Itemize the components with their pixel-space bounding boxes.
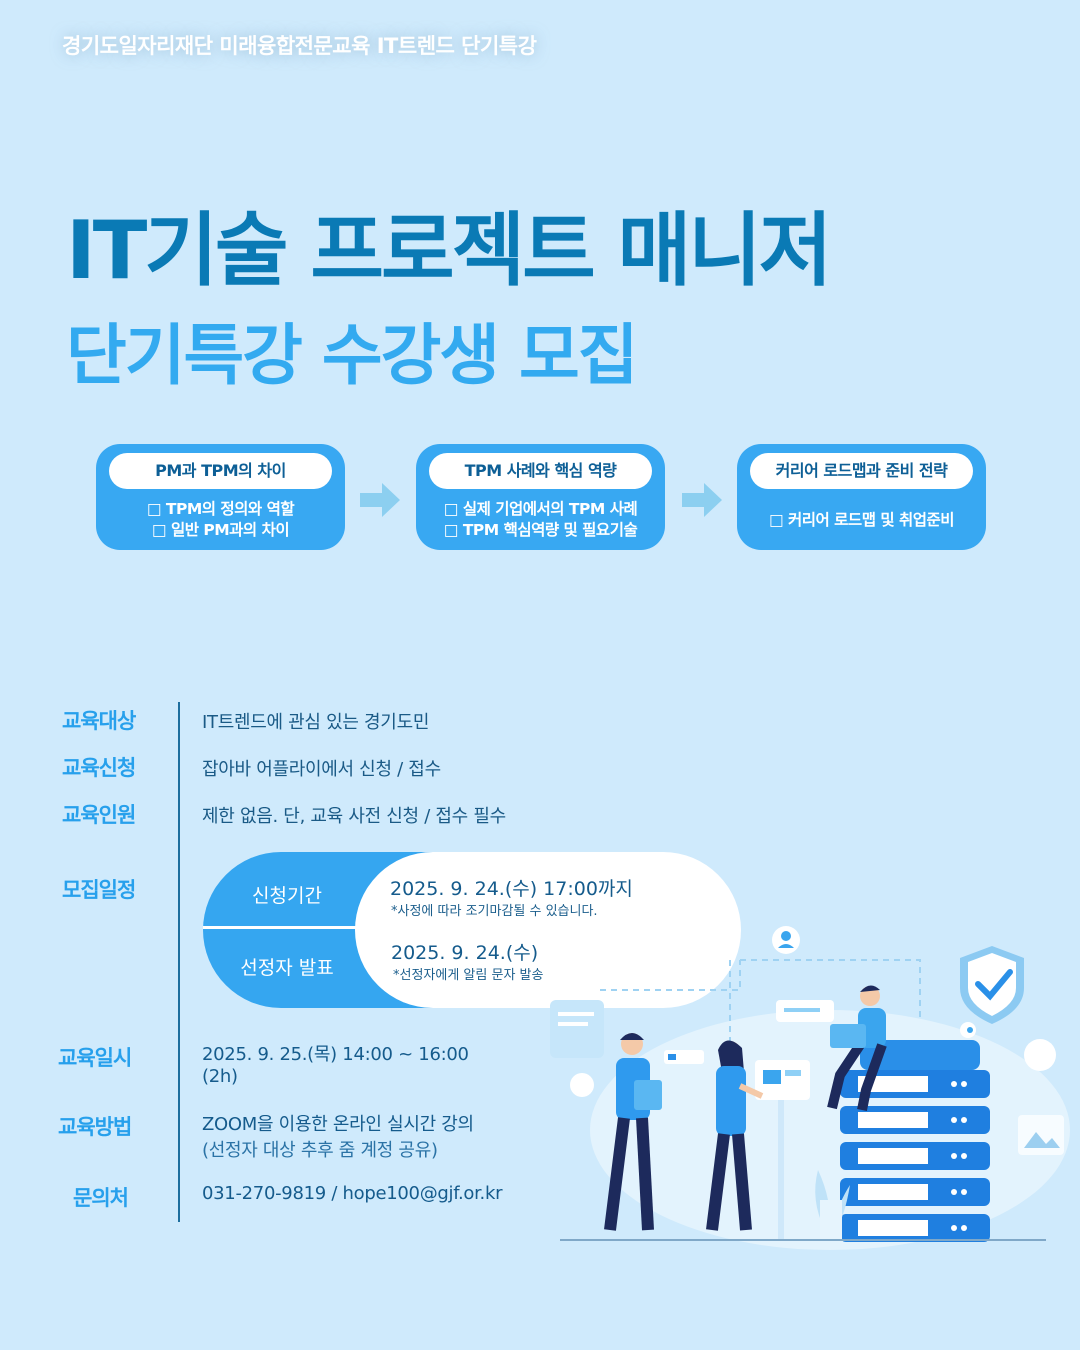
step-item: □ TPM 핵심역량 및 필요기술	[443, 521, 638, 539]
step-title: TPM 사례와 핵심 역량	[429, 453, 652, 489]
method-main: ZOOM을 이용한 온라인 실시간 강의	[202, 1114, 474, 1135]
step-card-2: TPM 사례와 핵심 역량 □ 실제 기업에서의 TPM 사례 □ TPM 핵심…	[416, 444, 665, 550]
info-divider	[178, 702, 180, 1222]
method-value: ZOOM을 이용한 온라인 실시간 강의 (선정자 대상 추후 줌 계정 공유)	[202, 1110, 474, 1162]
schedule-label: 모집일정	[62, 878, 136, 902]
period-label: 신청기간	[252, 885, 322, 907]
target-value: IT트렌드에 관심 있는 경기도민	[202, 712, 430, 733]
announce-note: *선정자에게 알림 문자 발송	[393, 968, 544, 983]
period-note: *사정에 따라 조기마감될 수 있습니다.	[391, 904, 598, 919]
step-item: □ 실제 기업에서의 TPM 사례	[443, 500, 638, 518]
announce-date: 2025. 9. 24.(수)	[391, 942, 539, 964]
method-label: 교육방법	[58, 1115, 132, 1139]
arrow-right-icon	[682, 483, 722, 517]
team-server-illustration	[550, 926, 1070, 1250]
step-item: □ 커리어 로드맵 및 취업준비	[768, 510, 955, 529]
step-title: 커리어 로드맵과 준비 전략	[750, 453, 973, 489]
step-item: □ TPM의 정의와 역할	[146, 500, 295, 518]
announce-label: 선정자 발표	[240, 957, 334, 979]
curriculum-steps: PM과 TPM의 차이 □ TPM의 정의와 역할 □ 일반 PM과의 차이 T…	[96, 444, 986, 550]
contact-value: 031-270-9819 / hope100@gjf.or.kr	[202, 1183, 503, 1204]
step-title: PM과 TPM의 차이	[109, 453, 332, 489]
org-label: 경기도일자리재단 미래융합전문교육 IT트렌드 단기특강	[62, 34, 537, 58]
capacity-label: 교육인원	[62, 803, 136, 827]
arrow-right-icon	[360, 483, 400, 517]
sub-title: 단기특강 수강생 모집	[66, 317, 638, 394]
step-card-3: 커리어 로드맵과 준비 전략 □ 커리어 로드맵 및 취업준비	[737, 444, 986, 550]
method-sub: (선정자 대상 추후 줌 계정 공유)	[202, 1140, 438, 1161]
capacity-value: 제한 없음. 단, 교육 사전 신청 / 접수 필수	[202, 806, 506, 827]
contact-label: 문의처	[73, 1186, 129, 1210]
target-label: 교육대상	[62, 709, 136, 733]
datetime-value: 2025. 9. 25.(목) 14:00 ~ 16:00 (2h)	[202, 1040, 469, 1087]
schedule-box: 신청기간 선정자 발표 2025. 9. 24.(수) 17:00까지 *사정에…	[203, 852, 741, 1008]
step-card-1: PM과 TPM의 차이 □ TPM의 정의와 역할 □ 일반 PM과의 차이	[96, 444, 345, 550]
period-date: 2025. 9. 24.(수) 17:00까지	[390, 878, 633, 900]
datetime-label: 교육일시	[58, 1046, 132, 1070]
datetime-main: 2025. 9. 25.(목) 14:00 ~ 16:00	[202, 1044, 469, 1065]
apply-label: 교육신청	[62, 756, 136, 780]
step-item: □ 일반 PM과의 차이	[151, 521, 290, 539]
apply-value: 잡아바 어플라이에서 신청 / 접수	[202, 759, 441, 780]
datetime-sub: (2h)	[202, 1066, 238, 1087]
main-title: IT기술 프로젝트 매니저	[66, 204, 832, 297]
